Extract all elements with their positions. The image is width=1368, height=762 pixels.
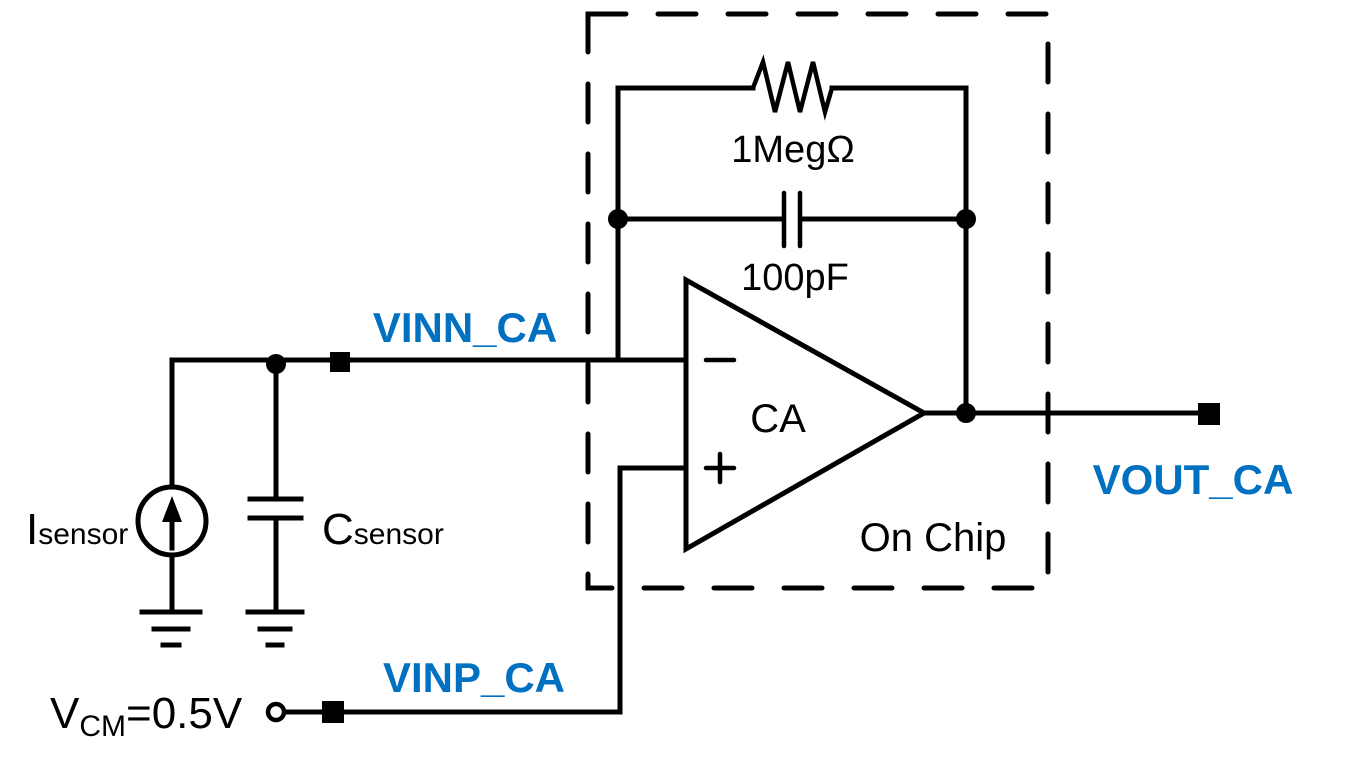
vinp-net-label: VINP_CA <box>383 654 565 701</box>
feedback-wire-left <box>615 85 756 363</box>
vcm-terminal <box>265 701 287 723</box>
vinp-wire <box>331 465 689 715</box>
node-dot-output <box>956 403 976 423</box>
on-chip-boundary <box>585 11 1051 591</box>
capacitor-value-label: 100pF <box>741 257 849 299</box>
on-chip-label: On Chip <box>860 516 1007 560</box>
vinn-wire <box>169 357 689 603</box>
vinn-net-label: VINN_CA <box>373 304 557 351</box>
amplifier-triangle <box>683 275 930 554</box>
node-dot-fb-left <box>608 209 628 229</box>
output-pin <box>1198 403 1220 425</box>
vinn-pin <box>330 352 350 372</box>
current-arrow-head <box>162 496 182 522</box>
resistor-symbol <box>750 54 835 121</box>
feedback-wire-right <box>829 85 969 416</box>
vout-net-label: VOUT_CA <box>1093 456 1294 503</box>
csensor-label: Csensor <box>322 505 444 554</box>
vcm-label: VCM=0.5V <box>50 689 243 743</box>
node-dot-fb-right <box>956 209 976 229</box>
amplifier-label: CA <box>750 397 806 441</box>
isensor-label: Isensor <box>26 505 128 554</box>
vinp-pin <box>322 701 344 723</box>
resistor-value-label: 1MegΩ <box>731 129 854 171</box>
